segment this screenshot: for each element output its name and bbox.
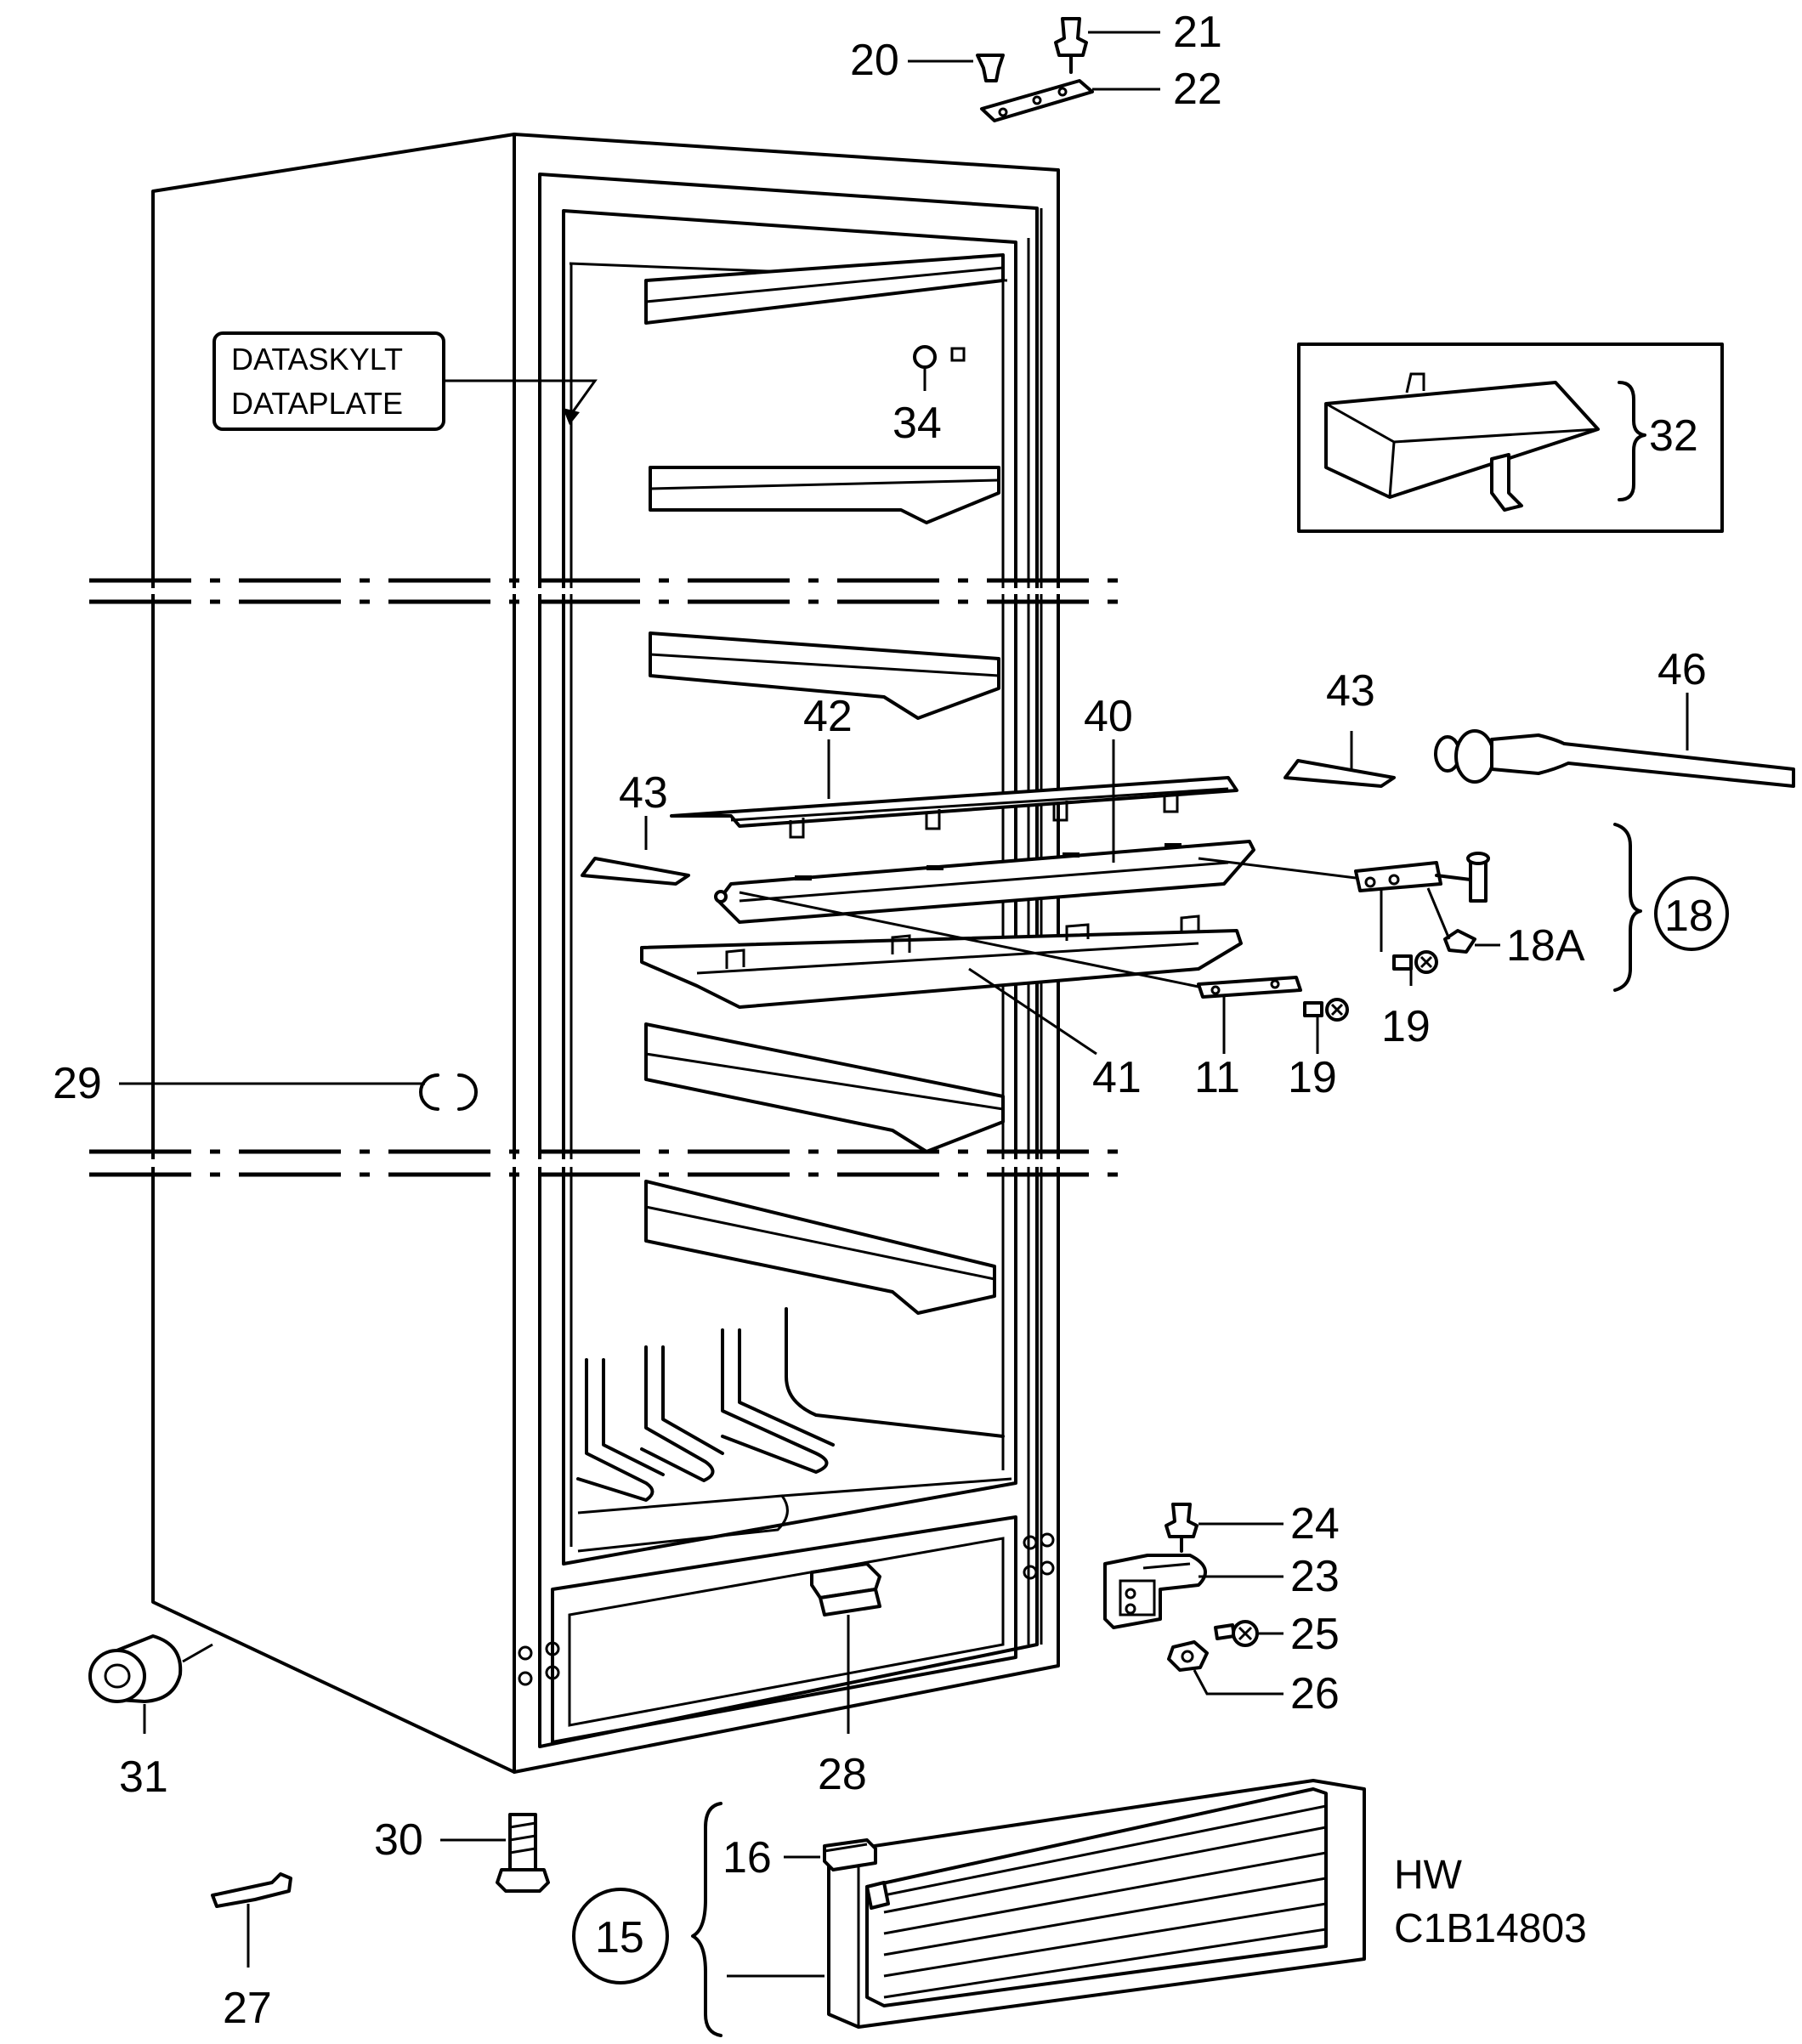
callout-46: 46 xyxy=(1658,645,1707,694)
callout-27: 27 xyxy=(223,1984,272,2033)
callout-40: 40 xyxy=(1084,692,1133,741)
hinge-holes-left xyxy=(518,1641,560,1686)
evaporator-tubes xyxy=(576,1307,1012,1553)
callout-34: 34 xyxy=(892,399,942,448)
callout-32: 32 xyxy=(1649,411,1698,461)
callout-15: 15 xyxy=(595,1913,644,1962)
callout-28: 28 xyxy=(818,1750,867,1799)
data-plate: DATASKYLT DATAPLATE xyxy=(212,331,598,431)
part-31: 31 xyxy=(88,1634,213,1802)
hinge-holes-right xyxy=(1023,1532,1055,1580)
part-34: 34 xyxy=(892,345,966,448)
part-46: 46 xyxy=(1434,645,1795,788)
break-lines xyxy=(81,578,1135,1177)
callout-29: 29 xyxy=(53,1059,102,1108)
callout-20: 20 xyxy=(850,36,899,85)
callout-25: 25 xyxy=(1290,1610,1340,1659)
part-32: 32 xyxy=(1297,343,1724,533)
callout-18a: 18A xyxy=(1506,921,1585,971)
callout-11: 11 xyxy=(1194,1053,1240,1102)
kick-plate-assembly: 16 15 xyxy=(572,1779,1366,2037)
callout-42: 42 xyxy=(803,692,853,741)
document-code: HW C1B14803 xyxy=(1394,1853,1587,1951)
part-27: 27 xyxy=(211,1872,292,2033)
cabinet-body xyxy=(151,133,1060,1774)
part-28: 28 xyxy=(810,1562,881,1799)
callout-24: 24 xyxy=(1290,1499,1340,1549)
shelf-rails xyxy=(644,253,1005,1315)
callout-19b: 19 xyxy=(1288,1053,1337,1102)
callout-26: 26 xyxy=(1290,1669,1340,1718)
document-code-line2: C1B14803 xyxy=(1394,1906,1587,1951)
document-code-line1: HW xyxy=(1394,1853,1463,1898)
data-plate-line2: DATAPLATE xyxy=(231,386,403,421)
callout-19a: 19 xyxy=(1381,1002,1431,1051)
mounting-hardware: 18A 18 19 11 19 xyxy=(739,823,1729,1102)
callout-41: 41 xyxy=(1092,1053,1142,1102)
callout-21: 21 xyxy=(1173,8,1222,57)
callout-30: 30 xyxy=(374,1815,423,1865)
lower-hinge-parts: 24 23 25 26 xyxy=(1103,1499,1340,1718)
callout-23: 23 xyxy=(1290,1552,1340,1601)
callout-43b: 43 xyxy=(1326,666,1375,716)
data-plate-line1: DATASKYLT xyxy=(231,342,403,377)
part-30: 30 xyxy=(374,1813,550,1893)
callout-43a: 43 xyxy=(619,768,668,818)
top-hinge-parts: 20 21 22 xyxy=(850,8,1222,122)
callout-22: 22 xyxy=(1173,65,1222,114)
callout-31: 31 xyxy=(119,1752,168,1802)
shelf-assembly: 42 40 41 43 43 xyxy=(581,666,1396,1102)
callout-18: 18 xyxy=(1664,892,1714,941)
callout-16: 16 xyxy=(722,1833,772,1883)
part-29: 29 xyxy=(53,1059,478,1111)
